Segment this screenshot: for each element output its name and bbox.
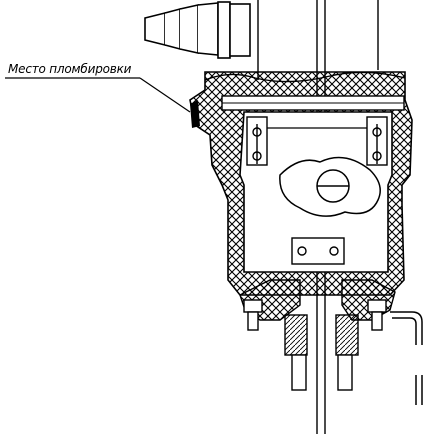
drain-pipe [390, 311, 423, 405]
hose-fitting [144, 1, 251, 59]
left-mount-bracket [246, 116, 268, 166]
callout-leader [5, 77, 191, 113]
cam [279, 156, 381, 217]
right-mount-bracket [366, 116, 388, 166]
sealing-location-label: Место пломбировки [8, 62, 132, 76]
lower-coupling [291, 237, 345, 265]
seal-point-marker [190, 100, 200, 128]
gland-bolts [243, 299, 387, 331]
